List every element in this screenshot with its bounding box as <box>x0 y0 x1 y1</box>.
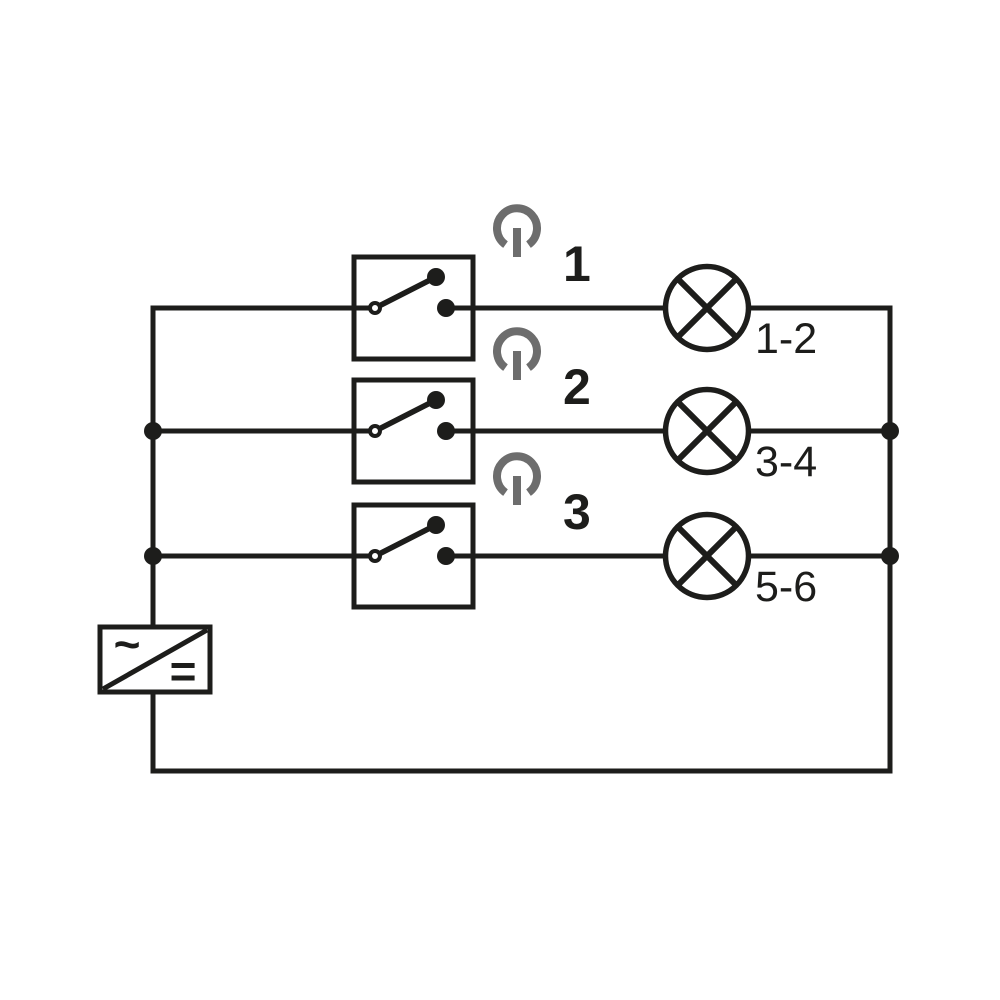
junction-dot-left-row2 <box>144 422 162 440</box>
lamp-3-cross-b <box>675 524 739 588</box>
switch-1-lever <box>376 275 437 309</box>
junction-dot-right-row3 <box>881 547 899 565</box>
lamp-3-label: 5-6 <box>755 563 817 611</box>
power-button-2-icon <box>493 327 541 380</box>
power-button-1-icon <box>493 204 541 257</box>
switch-3-lever <box>376 523 437 557</box>
power-supply: ~ = <box>97 618 213 697</box>
lamp-2-label: 3-4 <box>755 438 817 486</box>
power-supply-ac-symbol: ~ <box>114 618 141 670</box>
power-supply-dc-symbol: = <box>170 645 197 697</box>
switch-2-lever-dot <box>427 391 445 409</box>
channel-1: 1 1-2 <box>351 204 817 363</box>
power-supply-diagonal <box>101 627 209 692</box>
power-button-3-icon <box>493 452 541 505</box>
lamp-1-label: 1-2 <box>755 315 817 363</box>
lamp-1-cross-b <box>675 276 739 340</box>
wire-outer-loop <box>150 305 893 774</box>
channel-3-number: 3 <box>563 484 591 540</box>
channel-2-number: 2 <box>563 359 591 415</box>
channel-1-number: 1 <box>563 236 591 292</box>
switch-2-lever <box>376 398 437 432</box>
switch-1-lever-dot <box>427 268 445 286</box>
switch-3-lever-dot <box>427 516 445 534</box>
channel-3: 3 5-6 <box>351 452 817 611</box>
switch-2-open-contact <box>368 424 382 438</box>
junction-dot-left-row3 <box>144 547 162 565</box>
junction-dot-right-row2 <box>881 422 899 440</box>
lamp-2-cross-b <box>675 399 739 463</box>
power-icon-3-ring <box>493 452 541 496</box>
channel-2: 2 3-4 <box>351 327 817 486</box>
power-icon-2-ring <box>493 327 541 371</box>
switch-1-open-contact <box>368 301 382 315</box>
switch-3-open-contact <box>368 549 382 563</box>
power-icon-1-ring <box>493 204 541 248</box>
